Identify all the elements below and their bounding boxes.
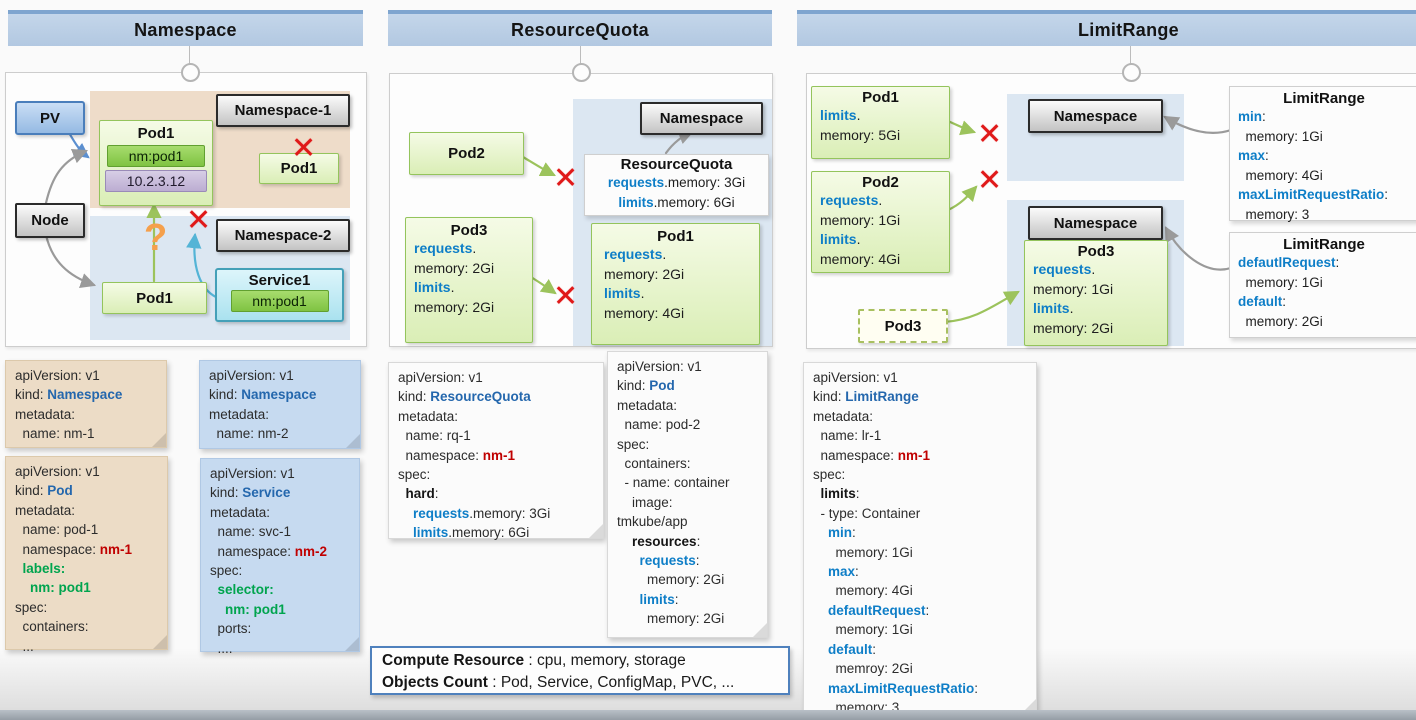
namespace-1-label: Namespace xyxy=(1028,99,1163,133)
x-icon: ✕ xyxy=(977,118,1003,151)
connector-line xyxy=(1130,46,1131,65)
namespace-label: Namespace xyxy=(640,102,763,135)
resourcequota-section-header: ResourceQuota xyxy=(388,10,772,46)
connector-circle xyxy=(181,63,200,82)
pod1-resources: limits.memory: 5Gi xyxy=(820,107,901,143)
resourcequota-spec-title: ResourceQuota xyxy=(620,156,733,173)
namespace-header-label: Namespace xyxy=(134,19,237,40)
pod1-ip-badge: 10.2.3.12 xyxy=(105,170,207,192)
pod1-rejected-box: Pod1 xyxy=(259,153,339,184)
pod1-label-badge-text: nm:pod1 xyxy=(128,148,184,164)
pod3-pending-box: Pod3 xyxy=(858,309,948,343)
question-mark-icon: ? xyxy=(144,217,168,259)
pod1-box: Pod1 nm:pod1 10.2.3.12 xyxy=(99,120,213,206)
namespace-1-label-text: Namespace-1 xyxy=(234,102,332,119)
pod1-rejected-title: Pod1 xyxy=(280,160,318,177)
namespace-2-label-text: Namespace-2 xyxy=(234,227,332,244)
pod1-title: Pod1 xyxy=(657,228,694,245)
node-box: Node xyxy=(15,203,85,238)
pod1-title: Pod1 xyxy=(862,89,899,106)
bottom-bar xyxy=(0,710,1416,720)
x-icon: ✕ xyxy=(553,280,579,313)
arrow-pod2-to-x xyxy=(521,155,556,177)
limitrange-header-label: LimitRange xyxy=(1077,19,1179,40)
pod3-title: Pod3 xyxy=(1077,243,1115,260)
pod2-title: Pod2 xyxy=(448,145,485,162)
arrow-pod2-to-x xyxy=(946,185,978,212)
connector-circle xyxy=(1122,63,1141,82)
pv-label: PV xyxy=(39,109,60,127)
arrow-node-to-pod1-ns2 xyxy=(44,233,97,288)
pod1-ns2-title: Pod1 xyxy=(136,289,173,307)
service1-box: Service1 nm:pod1 xyxy=(215,268,344,322)
x-icon: ✕ xyxy=(291,132,317,165)
resourcequota-header-label: ResourceQuota xyxy=(511,19,649,40)
arrow-node-to-pod1 xyxy=(44,148,89,205)
namespace-1-label-text: Namespace xyxy=(1053,107,1138,125)
service1-selector-badge-text: nm:pod1 xyxy=(252,293,307,309)
namespace-2-label: Namespace-2 xyxy=(216,219,350,252)
pod1-title: Pod1 xyxy=(137,125,175,142)
arrow-pod1-to-x xyxy=(946,119,977,136)
connector-line xyxy=(189,46,190,65)
pod3-title: Pod3 xyxy=(450,222,488,239)
pod2-title: Pod2 xyxy=(862,174,899,191)
pod1-ns2-box: Pod1 xyxy=(102,282,207,314)
x-icon: ✕ xyxy=(553,162,579,195)
namespace-1-label: Namespace-1 xyxy=(216,94,350,127)
limitrange-spec-2-title: LimitRange xyxy=(1283,236,1365,253)
namespace-section-header: Namespace xyxy=(8,10,363,46)
namespace-2-label-text: Namespace xyxy=(1053,214,1138,232)
node-label: Node xyxy=(31,212,69,229)
x-icon: ✕ xyxy=(977,164,1003,197)
pod1-box: Pod1 limits.memory: 5Gi xyxy=(811,86,950,159)
arrow-pod3-to-x xyxy=(529,275,557,295)
connector-circle xyxy=(572,63,591,82)
service1-selector-badge: nm:pod1 xyxy=(230,290,329,312)
limitrange-diagram: Namespace Namespace Pod1 limits.memory: … xyxy=(806,73,1416,349)
service1-title: Service1 xyxy=(248,272,311,289)
pod2-box: Pod2 xyxy=(409,132,524,175)
namespace-label-text: Namespace xyxy=(659,110,744,127)
connector-line xyxy=(580,46,581,65)
pv-box: PV xyxy=(15,101,85,135)
pod1-ip-badge-text: 10.2.3.12 xyxy=(126,173,186,189)
limitrange-spec-1-title: LimitRange xyxy=(1283,90,1365,107)
x-icon: ✕ xyxy=(186,204,212,237)
namespace-diagram: Namespace-1 Pod1 nm:pod1 10.2.3.12 Pod1 … xyxy=(5,72,367,347)
namespace-2-label: Namespace xyxy=(1028,206,1163,240)
limitrange-section-header: LimitRange xyxy=(797,10,1416,46)
resourcequota-diagram: Namespace ResourceQuota requests.memory:… xyxy=(389,73,773,347)
pod3-pending-title: Pod3 xyxy=(884,317,922,335)
pod1-label-badge: nm:pod1 xyxy=(107,145,205,167)
